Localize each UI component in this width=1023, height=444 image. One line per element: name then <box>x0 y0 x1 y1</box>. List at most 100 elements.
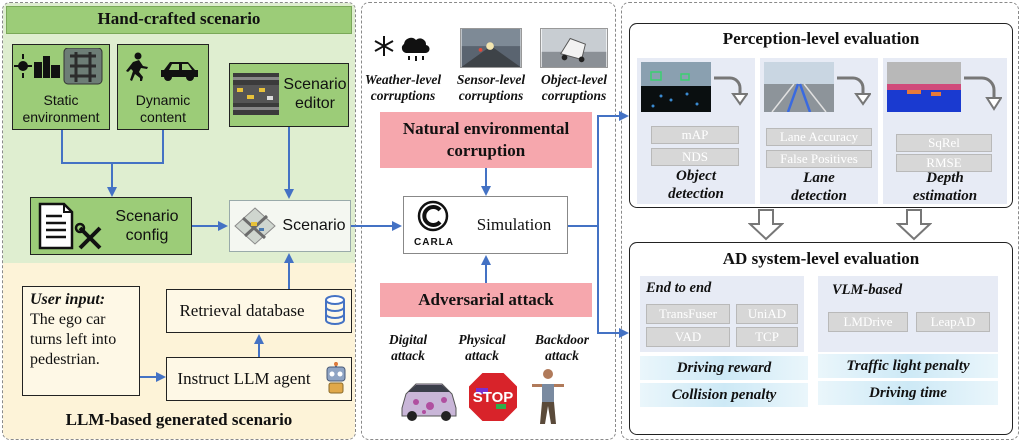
metric-collision-penalty: Collision penalty <box>640 383 808 407</box>
metric-false-positives: False Positives <box>766 150 872 168</box>
depth-line-1: Depth <box>926 170 964 186</box>
physical-line-2: attack <box>465 348 499 363</box>
weather-icon <box>374 36 430 61</box>
lane-detection-label: Lane detection <box>760 168 878 206</box>
metric-lane-accuracy: Lane Accuracy <box>766 128 872 146</box>
object-label: Object-level corruptions <box>534 70 614 106</box>
natural-corruption-box: Natural environmental corruption <box>380 112 592 168</box>
object-detection-image <box>641 62 711 112</box>
middle-panel <box>361 2 616 440</box>
dynamic-line-1: Dynamic <box>135 92 191 108</box>
weather-line-2: corruptions <box>370 88 436 103</box>
depth-curved-arrow <box>964 76 1002 111</box>
object-line-1: Object-level <box>541 72 607 87</box>
backdoor-line-1: Backdoor <box>535 332 589 347</box>
user-input-box: User input: The ego car turns left into … <box>22 286 140 396</box>
stop-sign-text: STOP <box>472 388 514 406</box>
user-input-line-3: pedestrian. <box>30 351 100 368</box>
llm-agent-box <box>166 357 352 401</box>
lane-line-2: detection <box>791 188 847 204</box>
model-leapad: LeapAD <box>916 312 990 332</box>
arrow-simulation-to-perception <box>568 111 629 227</box>
llm-agent-label: Instruct LLM agent <box>177 369 311 388</box>
digital-line-1: Digital <box>388 332 428 347</box>
weather-line-1: Weather-level <box>364 72 442 87</box>
system-title: AD system-level evaluation <box>722 249 920 268</box>
object-line-2: corruptions <box>541 88 607 103</box>
dynamic-line-2: content <box>140 109 186 125</box>
depth-line-2: estimation <box>912 188 978 204</box>
obj-line-2: detection <box>668 186 724 202</box>
sensor-corruption-image <box>460 28 522 68</box>
scenario-editor-thumbnail <box>233 73 279 115</box>
metric-driving-reward: Driving reward <box>640 356 808 380</box>
editor-line-1: Scenario <box>283 76 347 93</box>
static-line-2: environment <box>22 109 100 125</box>
static-environment-icon <box>14 48 103 85</box>
sensor-label: Sensor-level corruptions <box>450 70 532 106</box>
config-line-2: config <box>125 227 169 244</box>
carla-text: CARLA <box>414 236 454 248</box>
sensor-line-2: corruptions <box>458 88 524 103</box>
user-input-line-1: The ego car <box>30 311 106 328</box>
scenario-config-label: Scenario config <box>104 199 190 253</box>
scenario-label: Scenario <box>282 217 346 234</box>
depth-estimation-label: Depth estimation <box>883 168 1007 206</box>
pedestrian-car-icon <box>126 52 198 81</box>
arrow-dynamic-to-config <box>112 130 164 164</box>
model-uniad: UniAD <box>736 304 798 324</box>
arrow-simulation-to-system <box>597 226 629 338</box>
config-line-1: Scenario <box>115 208 179 225</box>
natural-line-1: Natural environmental <box>402 119 570 138</box>
metric-sqrel: SqRel <box>896 134 992 152</box>
digital-line-2: attack <box>391 348 425 363</box>
object-detection-label: Object detection <box>637 166 755 204</box>
dynamic-content-label: Dynamic content <box>117 88 209 130</box>
database-icon <box>325 295 345 325</box>
road-scene-icon <box>234 207 276 245</box>
user-input-label: User input: <box>30 291 106 308</box>
llm-title: LLM-based generated scenario <box>65 410 293 429</box>
model-vad: VAD <box>646 327 730 347</box>
backdoor-pedestrian-image <box>532 369 564 424</box>
down-arrow-left <box>748 209 784 241</box>
physical-attack-label: Physical attack <box>450 330 514 366</box>
object-corruption-image <box>540 28 608 68</box>
sensor-line-1: Sensor-level <box>456 72 526 87</box>
vlm-label: VLM-based <box>832 282 903 298</box>
natural-line-2: corruption <box>446 141 526 160</box>
weather-label: Weather-level corruptions <box>364 70 442 106</box>
model-lmdrive: LMDrive <box>828 312 908 332</box>
object-curved-arrow <box>714 76 748 106</box>
backdoor-attack-label: Backdoor attack <box>528 330 596 366</box>
physical-line-1: Physical <box>458 332 506 347</box>
user-input-line-2: turns left into <box>30 331 117 348</box>
handcrafted-title: Hand-crafted scenario <box>97 9 261 28</box>
model-tcp: TCP <box>736 327 798 347</box>
digital-attack-car-image <box>401 383 457 421</box>
down-arrow-right <box>896 209 932 241</box>
backdoor-line-2: attack <box>545 348 579 363</box>
retrieval-database-label: Retrieval database <box>179 301 305 320</box>
adversarial-attack-box: Adversarial attack <box>380 283 592 317</box>
stop-sign-image <box>467 371 519 423</box>
dynamic-content-box <box>117 44 209 130</box>
lane-detection-image <box>764 62 834 112</box>
model-transfuser: TransFuser <box>646 304 730 324</box>
digital-attack-label: Digital attack <box>376 330 440 366</box>
robot-icon <box>326 362 346 394</box>
retrieval-database-box <box>166 289 352 333</box>
static-environment-label: Static environment <box>12 88 110 130</box>
metric-nds: NDS <box>651 148 739 166</box>
metric-rmse: RMSE <box>896 154 992 172</box>
simulation-label: Simulation <box>476 215 552 234</box>
lane-curved-arrow <box>837 76 871 106</box>
metric-driving-time: Driving time <box>818 381 998 405</box>
static-line-1: Static <box>43 92 79 108</box>
perception-title: Perception-level evaluation <box>722 29 920 48</box>
right-panel <box>621 2 1019 440</box>
arrow-static-to-config <box>61 130 117 197</box>
metric-map: mAP <box>651 126 739 144</box>
depth-estimation-image <box>887 62 961 112</box>
